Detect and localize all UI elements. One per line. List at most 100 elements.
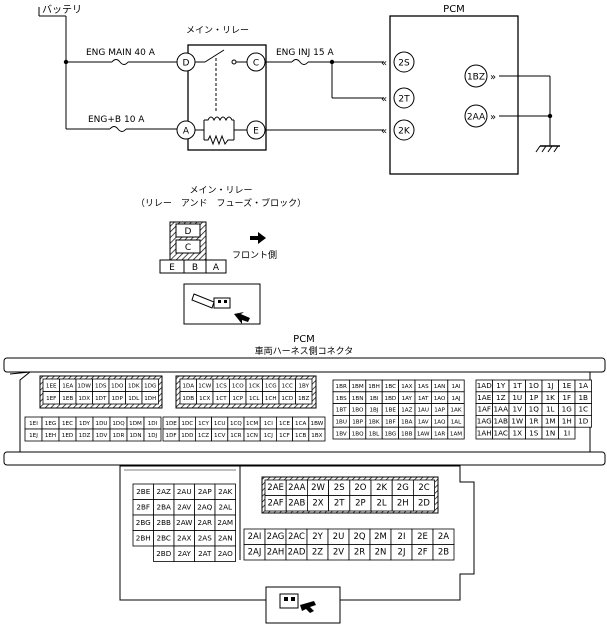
pin-label: 1W	[511, 417, 523, 426]
pin-label: 2BF	[136, 502, 150, 511]
pin-label: 2B	[438, 547, 449, 557]
pin-label: 1DB	[182, 396, 194, 402]
pin-label: 2AV	[177, 502, 191, 511]
ground-icon	[535, 145, 560, 153]
pin-label: 1EJ	[29, 433, 38, 439]
pin-label: 1DU	[96, 421, 108, 427]
pin-label: 1DM	[129, 421, 142, 427]
svg-text:«: «	[381, 94, 387, 105]
pin-label: 1CY	[198, 421, 209, 427]
pin-label: 2D	[418, 498, 430, 508]
pin-label: 1E	[562, 381, 572, 390]
pin-label: 1AG	[477, 417, 492, 426]
pin-label: 1CC	[282, 383, 293, 389]
pin-label: 1CH	[265, 396, 277, 402]
pin-label: 2Z	[312, 547, 323, 557]
pin-label: 1X	[513, 428, 523, 437]
pin-label: 2J	[398, 547, 406, 557]
pin-label: 1AV	[418, 420, 429, 426]
pin-label: 2I	[398, 532, 406, 542]
pin-label: 1BG	[385, 431, 397, 437]
fuse-eng-inj-label: ENG INJ 15 A	[276, 48, 334, 58]
pin-label: 1DT	[95, 396, 107, 402]
pin-label: 1Y	[496, 381, 506, 390]
pin-label: 2Y	[312, 532, 323, 542]
relay-slot-c: C	[185, 243, 191, 253]
pin-label: 1BC	[385, 384, 396, 390]
relay-terminal-d: D	[183, 59, 190, 69]
front-side-label: フロント側	[232, 249, 277, 261]
pin-label: 1D	[578, 417, 589, 426]
pin-label: 2AI	[248, 532, 262, 542]
pin-label: 1P	[529, 393, 539, 402]
pin-label: 1EE	[46, 383, 57, 389]
relay-block-title: メイン・リレー	[189, 186, 252, 196]
pin-label: 1BX	[311, 433, 322, 439]
pin-label: 1AB	[494, 417, 508, 426]
relay-slot-e: E	[169, 263, 175, 273]
pin-label: 1F	[562, 393, 571, 402]
pin-label: 1BR	[336, 384, 347, 390]
pin-label: 1CS	[216, 383, 227, 389]
pin-label: 1BI	[369, 396, 378, 402]
pin-label: 1Z	[496, 393, 506, 402]
pin-label: 2K	[376, 483, 387, 493]
pin-label: 1CO	[232, 383, 244, 389]
pin-label: 1DF	[166, 433, 177, 439]
pin-label: 1CE	[279, 421, 290, 427]
pin-label: 1DJ	[148, 433, 158, 439]
pin-label: 2AQ	[197, 502, 212, 511]
pin-label: 2BG	[136, 518, 151, 527]
pin-label: 1AM	[450, 431, 462, 437]
pin-label: 1CB	[295, 433, 306, 439]
pin-label: 1BN	[352, 396, 364, 402]
connector-plug-icon	[191, 293, 250, 324]
pin-label: 1EC	[62, 421, 73, 427]
pin-label: 1DV	[96, 433, 108, 439]
fuse-eng-b-label: ENG+B 10 A	[88, 115, 145, 125]
pin-label: 2E	[417, 532, 428, 542]
battery-label: バッテリ	[42, 4, 82, 16]
pin-label: 1A	[579, 381, 589, 390]
pin-label: 1H	[562, 417, 572, 426]
svg-text:«: «	[381, 126, 387, 137]
pin-label: 1DN	[129, 433, 141, 439]
pin-label: 1EG	[45, 421, 56, 427]
pin-label: 2AK	[218, 487, 232, 496]
pin-label: 1CX	[199, 396, 210, 402]
pin-label: 2AA	[288, 483, 305, 493]
pin-label: 1CL	[249, 396, 260, 402]
pin-label: 1BW	[311, 421, 324, 427]
pin-label: 2P	[355, 498, 366, 508]
pin-label: 1DW	[78, 383, 92, 389]
pin-label: 1BQ	[352, 431, 364, 437]
pin-label: 1BK	[368, 420, 379, 426]
pin-label: 1J	[547, 381, 554, 390]
pin-label: 1AS	[418, 384, 429, 390]
pin-label: 1AX	[401, 384, 412, 390]
pin-label: 2T	[334, 498, 345, 508]
svg-text:«: «	[381, 58, 387, 69]
connector-subtitle: 車両ハーネス側コネクタ	[255, 345, 354, 357]
pin-label: 2AO	[218, 549, 233, 558]
pin-cell	[308, 428, 326, 442]
pin-cell	[141, 391, 159, 405]
relay-terminal-c: C	[253, 59, 259, 69]
pin-label: 1AY	[402, 396, 413, 402]
pin-label: 1DO	[111, 383, 124, 389]
pin-label: 1BD	[385, 396, 397, 402]
pin-label: 2W	[311, 483, 325, 493]
pin-label: 1I	[563, 428, 570, 437]
pin-label: 1DL	[128, 396, 140, 402]
pin-label: 1BF	[385, 420, 396, 426]
pin-label: 1AF	[477, 405, 491, 414]
pin-label: 1AO	[434, 396, 446, 402]
pin-label: 1CV	[214, 433, 225, 439]
relay-block-subtitle: （リレー アンド フューズ・ブロック）	[136, 197, 306, 209]
fuse-eng-main-label: ENG MAIN 40 A	[86, 48, 156, 58]
relay-block-view: メイン・リレー （リレー アンド フューズ・ブロック） D C E B A フロ…	[136, 186, 306, 325]
pin-label: 1DP	[112, 396, 124, 402]
pin-label: 2AS	[198, 533, 212, 542]
pin-label: 1BH	[368, 384, 380, 390]
